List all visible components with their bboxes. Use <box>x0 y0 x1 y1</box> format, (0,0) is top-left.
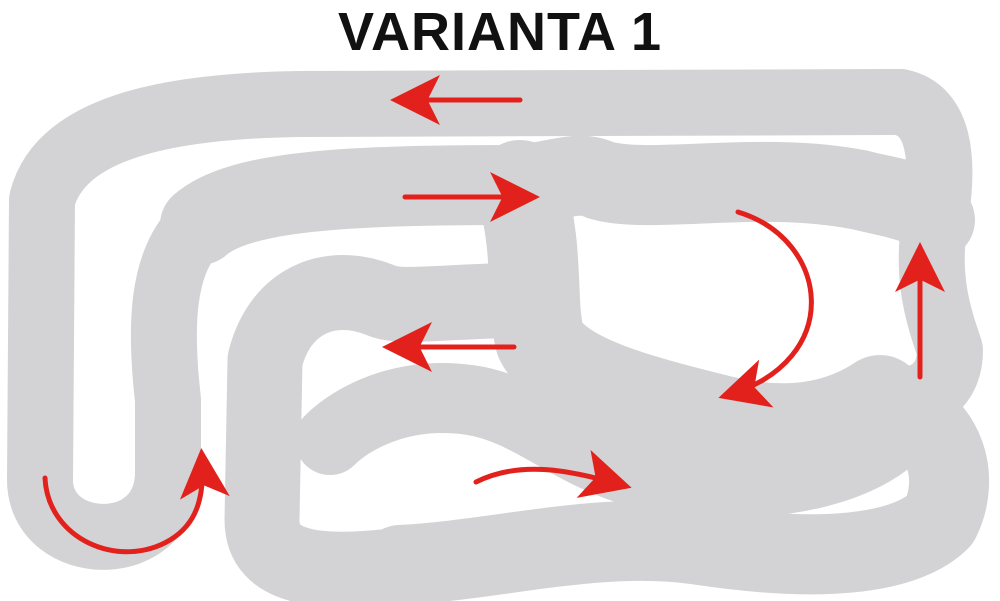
arrow-hairpin-left <box>42 448 230 555</box>
track-surface <box>7 69 990 601</box>
center-island <box>688 247 792 363</box>
arrow-bottom-right <box>473 449 632 498</box>
track-inner-return <box>224 255 578 601</box>
diagram-title: VARIANTA 1 <box>337 2 662 62</box>
track-outer-loop <box>7 69 933 570</box>
track-s-section <box>295 363 935 518</box>
direction-arrows <box>42 75 945 555</box>
track-inner-upper <box>160 135 975 265</box>
arrow-island-turn <box>718 209 814 408</box>
track-bottom <box>360 360 990 601</box>
track-infield <box>688 247 792 363</box>
